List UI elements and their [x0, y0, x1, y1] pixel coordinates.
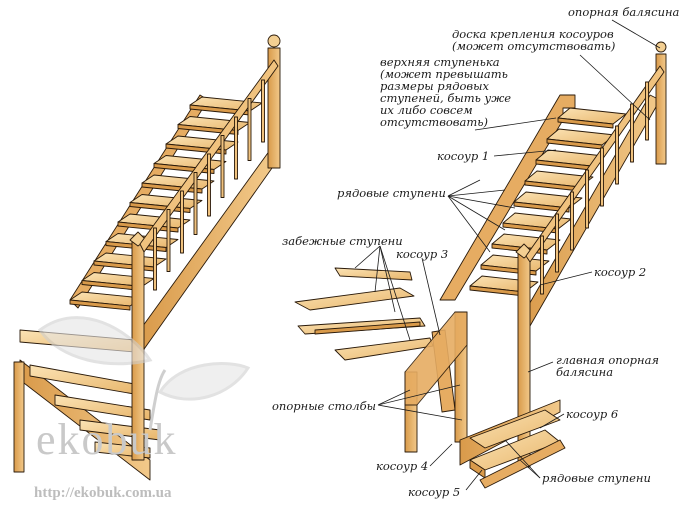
right-baluster [630, 103, 634, 163]
left-baluster [247, 98, 252, 161]
label-stringer-2: косоур 2 [594, 265, 647, 279]
right-baluster [615, 125, 619, 185]
left-top-post-finial [267, 34, 281, 48]
right-baluster [645, 81, 649, 141]
winder-treads [294, 267, 434, 361]
right-upper-tread-edge [557, 117, 614, 129]
left-lower-tread [54, 394, 151, 421]
left-baluster [166, 209, 171, 272]
right-baluster [555, 213, 559, 273]
right-baluster [585, 169, 589, 229]
label-top-step: верхняя ступенька (может превышать разме… [380, 55, 512, 129]
label-newel-post: опорная балясина [568, 5, 680, 19]
right-baluster [600, 147, 604, 207]
label-main-newel: главная опорная балясина [556, 353, 660, 379]
right-balusters [540, 81, 649, 295]
leader-lines [354, 19, 661, 491]
right-upper-tread-edge [513, 201, 570, 213]
left-corner-post-back [13, 361, 25, 473]
right-stringer-1 [439, 94, 576, 301]
left-baluster [153, 227, 157, 291]
left-balusters [153, 79, 265, 291]
label-regular-steps-bottom: рядовые ступени [542, 471, 651, 485]
watermark-leaf-icon [37, 316, 251, 431]
label-winder-steps: забежные ступени [282, 234, 403, 248]
label-stringer-4: косоур 4 [376, 459, 429, 473]
right-stringer-6 [479, 439, 566, 489]
label-stringer-1: косоур 1 [437, 149, 490, 163]
left-top-post [267, 47, 281, 169]
left-baluster [193, 172, 198, 235]
right-lower-tread [469, 409, 561, 449]
right-top-post-finial [655, 41, 667, 53]
right-baluster [540, 235, 544, 295]
winder-tread-edge [314, 321, 421, 335]
right-top-post [655, 53, 667, 165]
winder-tread [334, 267, 413, 281]
right-stringer-4 [404, 311, 468, 406]
watermark-logo: ekobuk [36, 415, 178, 464]
left-baluster [207, 153, 211, 217]
left-baluster [234, 116, 238, 180]
label-stringer-6: косоур 6 [566, 407, 619, 421]
label-regular-steps-top: рядовые ступени [337, 186, 446, 200]
label-stringer-5: косоур 5 [408, 485, 461, 499]
label-stringer-board: доска крепления косоуров (может отсутств… [452, 27, 616, 53]
label-support-posts: опорные столбы [272, 399, 376, 413]
left-baluster [220, 135, 225, 198]
left-upper-tread-edge [69, 299, 131, 311]
watermark-url: http://ekobuk.com.ua [34, 485, 172, 501]
left-baluster [261, 79, 265, 143]
right-staircase [294, 41, 667, 489]
right-baluster [570, 191, 574, 251]
winder-tread [294, 287, 415, 311]
left-baluster [180, 190, 184, 254]
label-stringer-3: косоур 3 [396, 247, 449, 261]
